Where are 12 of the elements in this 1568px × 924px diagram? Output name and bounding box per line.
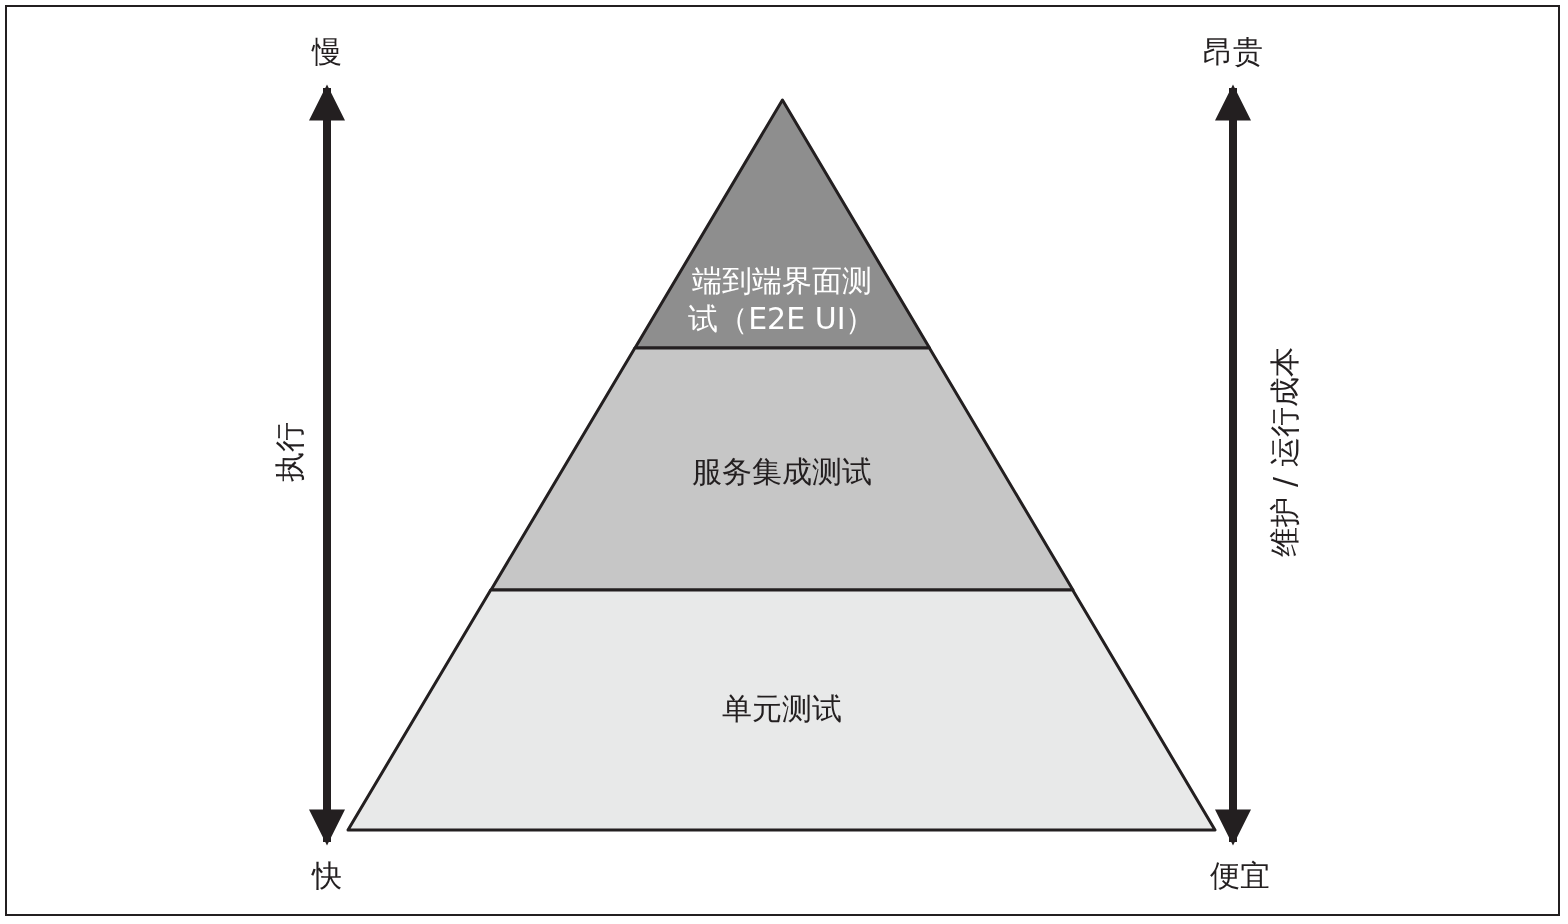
pyramid-tier [634, 100, 930, 348]
tier-label: 服务集成测试 [690, 453, 873, 491]
pyramid-tier [490, 348, 1073, 590]
axis-end-label: 慢 [312, 32, 342, 71]
axis-end-label: 便宜 [1210, 856, 1270, 895]
axis-end-label: 快 [312, 856, 342, 895]
axis-end-label: 昂贵 [1203, 32, 1263, 71]
tier-label: 端到端界面测试（E2E UI） [687, 262, 877, 337]
axis-label: 执行 [270, 422, 308, 482]
pyramid-tier [348, 590, 1215, 830]
tier-label: 单元测试 [720, 690, 843, 728]
axis-label: 维护 / 运行成本 [1265, 347, 1303, 557]
